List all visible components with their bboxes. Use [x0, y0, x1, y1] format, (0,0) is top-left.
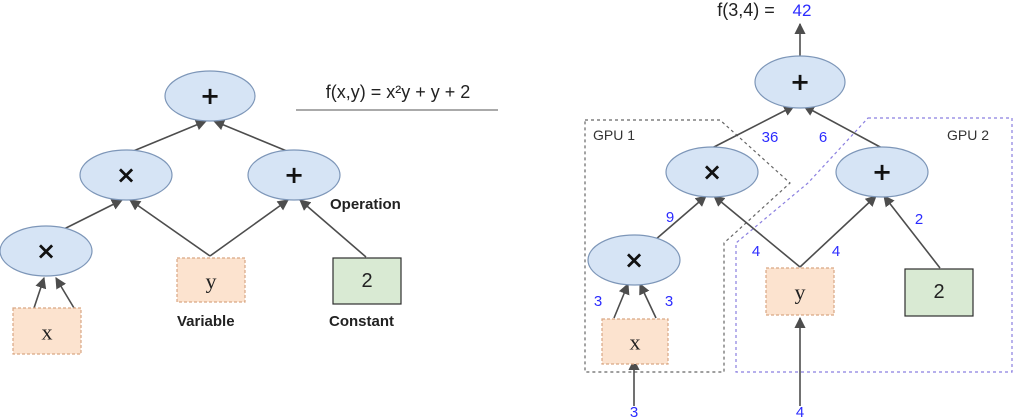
- variable-y-node: [176, 257, 246, 303]
- operation-caption: Operation: [330, 196, 401, 213]
- right-variable-y-node: [765, 267, 835, 316]
- left-graph: + f(x,y) = x²y + y + 2 × + Operation × y…: [0, 70, 498, 355]
- value-mulb-to-mul: 9: [666, 209, 674, 226]
- value-input-x: 3: [630, 404, 638, 420]
- add-node: [247, 149, 341, 201]
- mul-symbol: ×: [116, 161, 136, 189]
- right-constant-2-label: 2: [933, 281, 944, 303]
- variable-y-label: y: [206, 269, 217, 294]
- edge-const-to-add: [299, 199, 367, 258]
- edge-const-to-add: [883, 195, 941, 269]
- right-mul-bottom-node: [587, 234, 681, 286]
- add-symbol: +: [284, 161, 304, 189]
- edge-y-to-add: [209, 199, 289, 257]
- right-variable-x-node: [601, 318, 669, 365]
- right-root-add-symbol: +: [790, 68, 810, 96]
- root-add-symbol: +: [200, 82, 220, 110]
- variable-x-node: [12, 307, 82, 355]
- variable-x-label: x: [42, 320, 53, 345]
- edge-x-to-mul-right: [55, 277, 75, 309]
- value-add-to-root: 6: [819, 129, 827, 146]
- variable-caption: Variable: [177, 313, 235, 330]
- mul-bottom-symbol: ×: [36, 237, 56, 265]
- mul-bottom-node: [0, 225, 93, 277]
- root-add-node: [164, 70, 256, 122]
- edge-y-to-mul: [713, 195, 801, 268]
- value-x-right: 3: [665, 293, 673, 310]
- edge-add-to-root: [212, 119, 295, 155]
- value-y-to-mul: 4: [752, 243, 760, 260]
- right-root-add-node: [754, 55, 846, 109]
- formula-text: f(x,y) = x²y + y + 2: [326, 82, 471, 102]
- value-mul-to-root: 36: [762, 129, 779, 146]
- gpu1-boundary: [584, 119, 791, 373]
- constant-2-label: 2: [361, 270, 372, 292]
- value-x-left: 3: [594, 293, 602, 310]
- value-y-to-add: 4: [832, 243, 840, 260]
- edge-y-to-mul: [129, 199, 211, 257]
- right-add-symbol: +: [872, 158, 892, 186]
- gpu2-boundary: [735, 117, 1013, 373]
- right-mul-symbol: ×: [702, 158, 722, 186]
- edge-mulb-to-mul: [654, 195, 707, 241]
- constant-caption: Constant: [329, 313, 394, 330]
- value-input-y: 4: [796, 404, 804, 420]
- constant-2-node: [332, 257, 402, 305]
- edge-mulb-to-mul: [61, 199, 124, 231]
- right-mul-bottom-symbol: ×: [624, 246, 644, 274]
- edge-mul-to-root: [125, 119, 208, 155]
- gpu2-label: GPU 2: [947, 127, 989, 143]
- right-graph: GPU 1 GPU 2 f(3,4) = 42 + × + × y: [584, 0, 1013, 420]
- right-variable-y-label: y: [795, 280, 806, 305]
- result-value: 42: [793, 1, 812, 20]
- mul-node: [79, 149, 173, 201]
- edge-x-to-mul-left: [33, 276, 47, 309]
- right-variable-x-label: x: [630, 330, 641, 355]
- edge-add-to-root: [803, 105, 883, 149]
- gpu1-label: GPU 1: [593, 127, 635, 143]
- value-const-to-add: 2: [915, 211, 923, 228]
- edge-mul-to-root: [711, 105, 795, 149]
- edge-y-to-add: [799, 195, 877, 268]
- right-add-node: [835, 146, 929, 198]
- right-mul-node: [665, 146, 759, 198]
- edge-x-to-mulb-left: [613, 282, 630, 319]
- edge-x-to-mulb-right: [639, 282, 657, 319]
- right-constant-2-node: [904, 268, 974, 317]
- result-label: f(3,4) =: [717, 0, 775, 20]
